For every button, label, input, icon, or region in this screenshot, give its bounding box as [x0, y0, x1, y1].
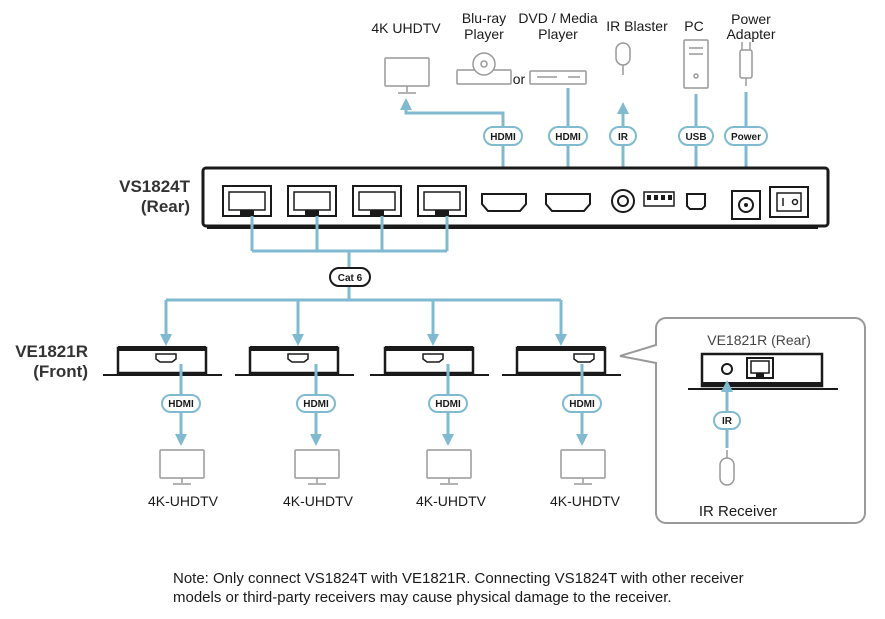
receiver-4	[502, 346, 621, 376]
cable-hdmi-out	[400, 98, 505, 188]
badge-hdmi-rx2: HDMI	[296, 394, 336, 413]
tv-top-label: 4K UHDTV	[371, 20, 441, 36]
tv-bottom-3-icon	[426, 449, 472, 485]
badge-ir-rear-text: IR	[722, 416, 733, 427]
rj45-port-1	[222, 185, 272, 217]
badge-hdmi-out-text: HDMI	[490, 132, 516, 143]
tv-top-icon	[384, 57, 430, 94]
pc-icon	[683, 39, 709, 89]
tv-bottom-4-label: 4K-UHDTV	[550, 493, 621, 509]
receiver-3	[370, 346, 489, 376]
ir-blaster-label: IR Blaster	[606, 18, 668, 34]
receiver-rear-callout: VE1821R (Rear) IR IR Receiver	[619, 317, 866, 524]
usb-port	[686, 193, 706, 210]
ir-jack	[611, 189, 635, 213]
power-label-2: Adapter	[726, 26, 775, 42]
receiver-view: (Front)	[33, 362, 88, 381]
transmitter-model: VS1824T	[119, 177, 190, 196]
rj45-port-3	[352, 185, 402, 217]
tv-bottom-1-icon	[159, 449, 205, 485]
rear-rj45-port	[746, 357, 774, 379]
badge-ir-top-text: IR	[618, 132, 629, 143]
ir-blaster-icon	[615, 42, 631, 75]
badge-ir-top: IR	[609, 126, 637, 146]
badge-hdmi-rx3-text: HDMI	[435, 399, 461, 410]
cat6-cables	[160, 216, 567, 346]
hdmi-port-out	[481, 193, 527, 212]
dip-switch	[643, 191, 675, 207]
rj45-port-4	[417, 185, 467, 217]
tv-bottom-1-label: 4K-UHDTV	[148, 493, 219, 509]
receiver-3-hdmi-port	[422, 353, 444, 363]
or-label: or	[513, 71, 526, 87]
receiver-2-hdmi-port	[287, 353, 309, 363]
note-line-2: models or third-party receivers may caus…	[173, 589, 672, 606]
bluray-label-2: Player	[464, 26, 504, 42]
badge-usb-text: USB	[685, 132, 706, 143]
dvd-player-icon	[529, 70, 587, 85]
tv-bottom-4-icon	[560, 449, 606, 485]
tv-bottom-2-label: 4K-UHDTV	[283, 493, 354, 509]
hdmi-port-in	[545, 193, 591, 212]
power-switch	[769, 186, 809, 218]
dvd-label-2: Player	[538, 26, 578, 42]
power-jack	[731, 190, 761, 220]
rj45-port-2	[287, 185, 337, 217]
badge-hdmi-rx3: HDMI	[428, 394, 468, 413]
badge-hdmi-out: HDMI	[483, 126, 523, 146]
badge-hdmi-in-text: HDMI	[555, 132, 581, 143]
badge-cat6: Cat 6	[329, 267, 371, 287]
ir-receiver-icon	[719, 450, 735, 486]
transmitter-view: (Rear)	[141, 197, 190, 216]
pc-label: PC	[684, 18, 703, 34]
badge-power: Power	[724, 126, 768, 146]
rear-ir-jack	[721, 363, 733, 375]
badge-hdmi-rx1-text: HDMI	[168, 399, 194, 410]
bluray-label-1: Blu-ray	[462, 10, 506, 26]
receiver-4-hdmi-port	[573, 353, 595, 363]
badge-hdmi-rx4-text: HDMI	[569, 399, 595, 410]
tv-bottom-3-label: 4K-UHDTV	[416, 493, 487, 509]
receiver-1-hdmi-port	[155, 353, 177, 363]
badge-power-text: Power	[731, 132, 761, 143]
tv-bottom-2-icon	[294, 449, 340, 485]
note-text: Note: Only connect VS1824T with VE1821R.…	[173, 569, 873, 607]
ir-receiver-label: IR Receiver	[699, 503, 777, 520]
badge-hdmi-rx4: HDMI	[562, 394, 602, 413]
power-adapter-icon	[739, 42, 753, 86]
badge-hdmi-rx1: HDMI	[161, 394, 201, 413]
badge-hdmi-in: HDMI	[548, 126, 588, 146]
note-line-1: Note: Only connect VS1824T with VE1821R.…	[173, 570, 744, 587]
badge-cat6-text: Cat 6	[338, 273, 363, 284]
bluray-player-icon	[456, 52, 512, 85]
receiver-model: VE1821R	[15, 342, 88, 361]
dvd-label-1: DVD / Media	[518, 10, 598, 26]
transmitter-rear-panel	[201, 166, 830, 229]
badge-hdmi-rx2-text: HDMI	[303, 399, 329, 410]
power-label-1: Power	[731, 11, 771, 27]
receiver-1	[103, 346, 222, 376]
receiver-2	[235, 346, 354, 376]
callout-title: VE1821R (Rear)	[707, 332, 811, 348]
badge-usb: USB	[678, 126, 714, 146]
